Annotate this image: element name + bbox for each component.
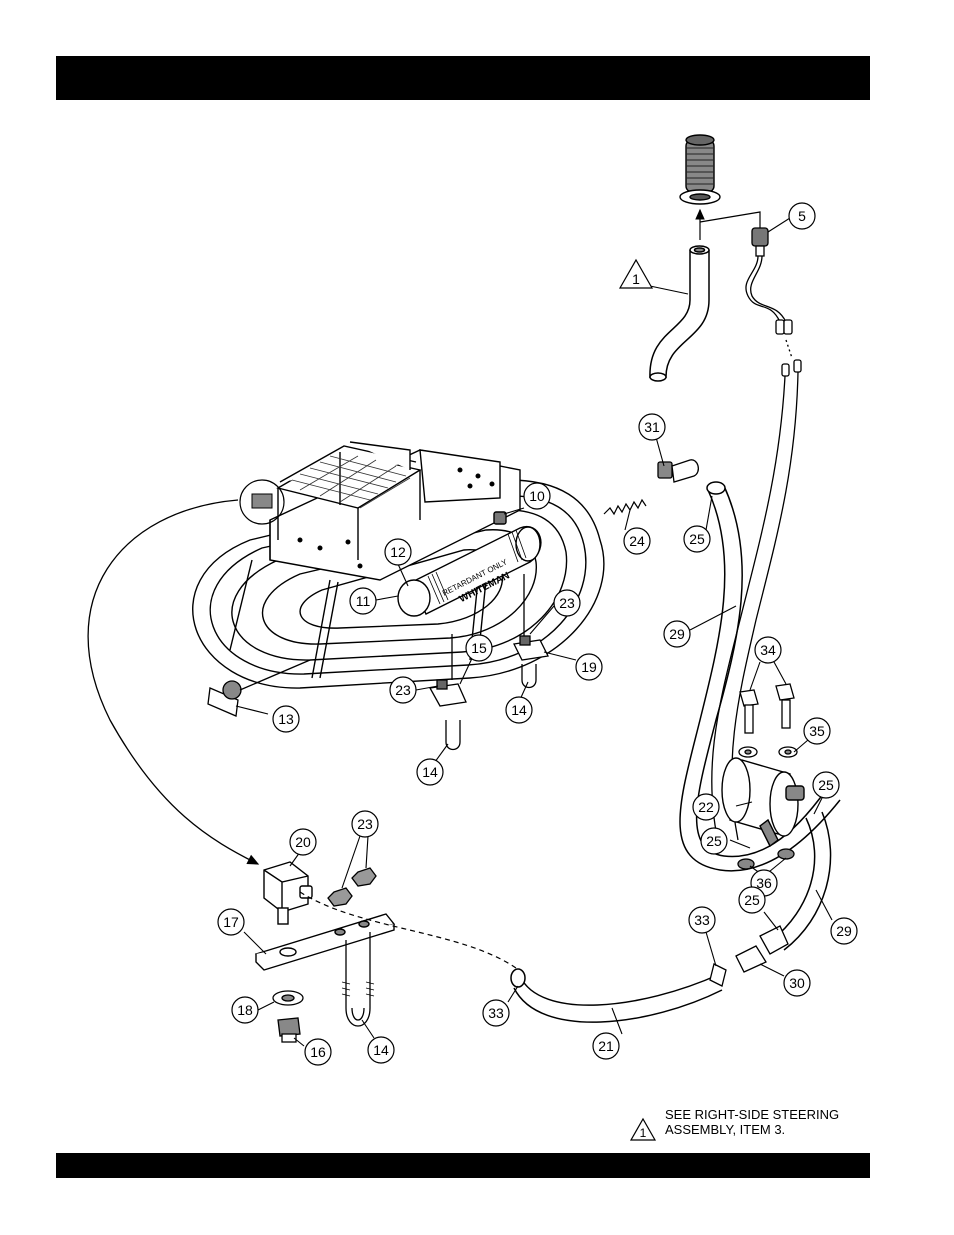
svg-text:25: 25 <box>818 777 834 793</box>
svg-text:14: 14 <box>511 702 527 718</box>
callout-23: 23 <box>352 811 378 837</box>
callout-10: 10 <box>524 483 550 509</box>
switch-leader <box>700 212 760 228</box>
callout-14: 14 <box>368 1037 394 1063</box>
detail-switch <box>252 494 272 508</box>
svg-text:29: 29 <box>836 923 852 939</box>
callout-34: 34 <box>755 637 781 663</box>
footnote: SEE RIGHT-SIDE STEERING ASSEMBLY, ITEM 3… <box>665 1107 839 1137</box>
callout-31: 31 <box>639 414 665 440</box>
svg-text:14: 14 <box>373 1042 389 1058</box>
svg-text:23: 23 <box>357 816 373 832</box>
callout-29: 29 <box>664 621 690 647</box>
u-bolt <box>342 932 374 1026</box>
switch-wire <box>746 228 801 376</box>
svg-text:10: 10 <box>529 488 545 504</box>
svg-text:5: 5 <box>798 208 806 224</box>
callout-13: 13 <box>273 706 299 732</box>
callout-24: 24 <box>624 528 650 554</box>
callout-25: 25 <box>813 772 839 798</box>
callout-25: 25 <box>739 887 765 913</box>
svg-text:33: 33 <box>694 912 710 928</box>
svg-text:19: 19 <box>581 659 597 675</box>
mounting-bracket <box>256 914 394 970</box>
coupler <box>710 926 788 986</box>
svg-text:23: 23 <box>395 682 411 698</box>
callout-33: 33 <box>483 1000 509 1026</box>
callout-15: 15 <box>466 635 492 661</box>
fitting-16 <box>278 1018 300 1042</box>
svg-text:35: 35 <box>809 723 825 739</box>
svg-text:15: 15 <box>471 640 487 656</box>
svg-text:1: 1 <box>632 271 640 287</box>
washer-18 <box>273 991 303 1005</box>
svg-text:11: 11 <box>356 593 371 609</box>
svg-text:31: 31 <box>644 419 660 435</box>
callout-33: 33 <box>689 907 715 933</box>
svg-text:24: 24 <box>629 533 645 549</box>
callout-19: 19 <box>576 654 602 680</box>
callout-22: 22 <box>693 794 719 820</box>
callout-18: 18 <box>232 997 258 1023</box>
callout-11: 11 <box>350 588 376 614</box>
switch-block <box>264 862 312 924</box>
callout-23: 23 <box>390 677 416 703</box>
svg-text:25: 25 <box>744 892 760 908</box>
svg-text:25: 25 <box>689 531 705 547</box>
callout-17: 17 <box>218 909 244 935</box>
callout-29: 29 <box>831 918 857 944</box>
callout-16: 16 <box>305 1039 331 1065</box>
svg-text:20: 20 <box>295 834 311 850</box>
note-triangle-icon: 1 <box>629 1116 657 1142</box>
callout-23: 23 <box>554 590 580 616</box>
svg-text:33: 33 <box>488 1005 504 1021</box>
svg-text:23: 23 <box>559 595 575 611</box>
svg-text:21: 21 <box>598 1038 614 1054</box>
footnote-line-1: SEE RIGHT-SIDE STEERING <box>665 1107 839 1122</box>
solenoid-valve <box>722 758 804 846</box>
svg-text:14: 14 <box>422 764 438 780</box>
svg-text:22: 22 <box>698 799 714 815</box>
callout-35: 35 <box>804 718 830 744</box>
callout-5: 5 <box>789 203 815 229</box>
svg-text:25: 25 <box>706 833 722 849</box>
elbow-fitting <box>658 460 698 482</box>
svg-text:17: 17 <box>223 914 239 930</box>
footnote-line-2: ASSEMBLY, ITEM 3. <box>665 1122 839 1137</box>
svg-text:18: 18 <box>237 1002 253 1018</box>
callout-25: 25 <box>701 828 727 854</box>
callout-12: 12 <box>385 539 411 565</box>
svg-text:30: 30 <box>789 975 805 991</box>
svg-text:16: 16 <box>310 1044 326 1060</box>
svg-text:12: 12 <box>390 544 406 560</box>
hex-nuts <box>328 868 376 906</box>
steering-hose <box>650 246 709 381</box>
hose-21 <box>511 969 722 1022</box>
spring <box>604 500 646 514</box>
callout-14: 14 <box>506 697 532 723</box>
callout-20: 20 <box>290 829 316 855</box>
svg-text:34: 34 <box>760 642 776 658</box>
callout-21: 21 <box>593 1033 619 1059</box>
steering-grip <box>680 135 720 204</box>
svg-text:13: 13 <box>278 711 294 727</box>
svg-text:1: 1 <box>640 1126 647 1140</box>
callout-30: 30 <box>784 970 810 996</box>
callout-14: 14 <box>417 759 443 785</box>
callout-25: 25 <box>684 526 710 552</box>
svg-text:29: 29 <box>669 626 685 642</box>
callout-1: 1 <box>620 260 652 288</box>
